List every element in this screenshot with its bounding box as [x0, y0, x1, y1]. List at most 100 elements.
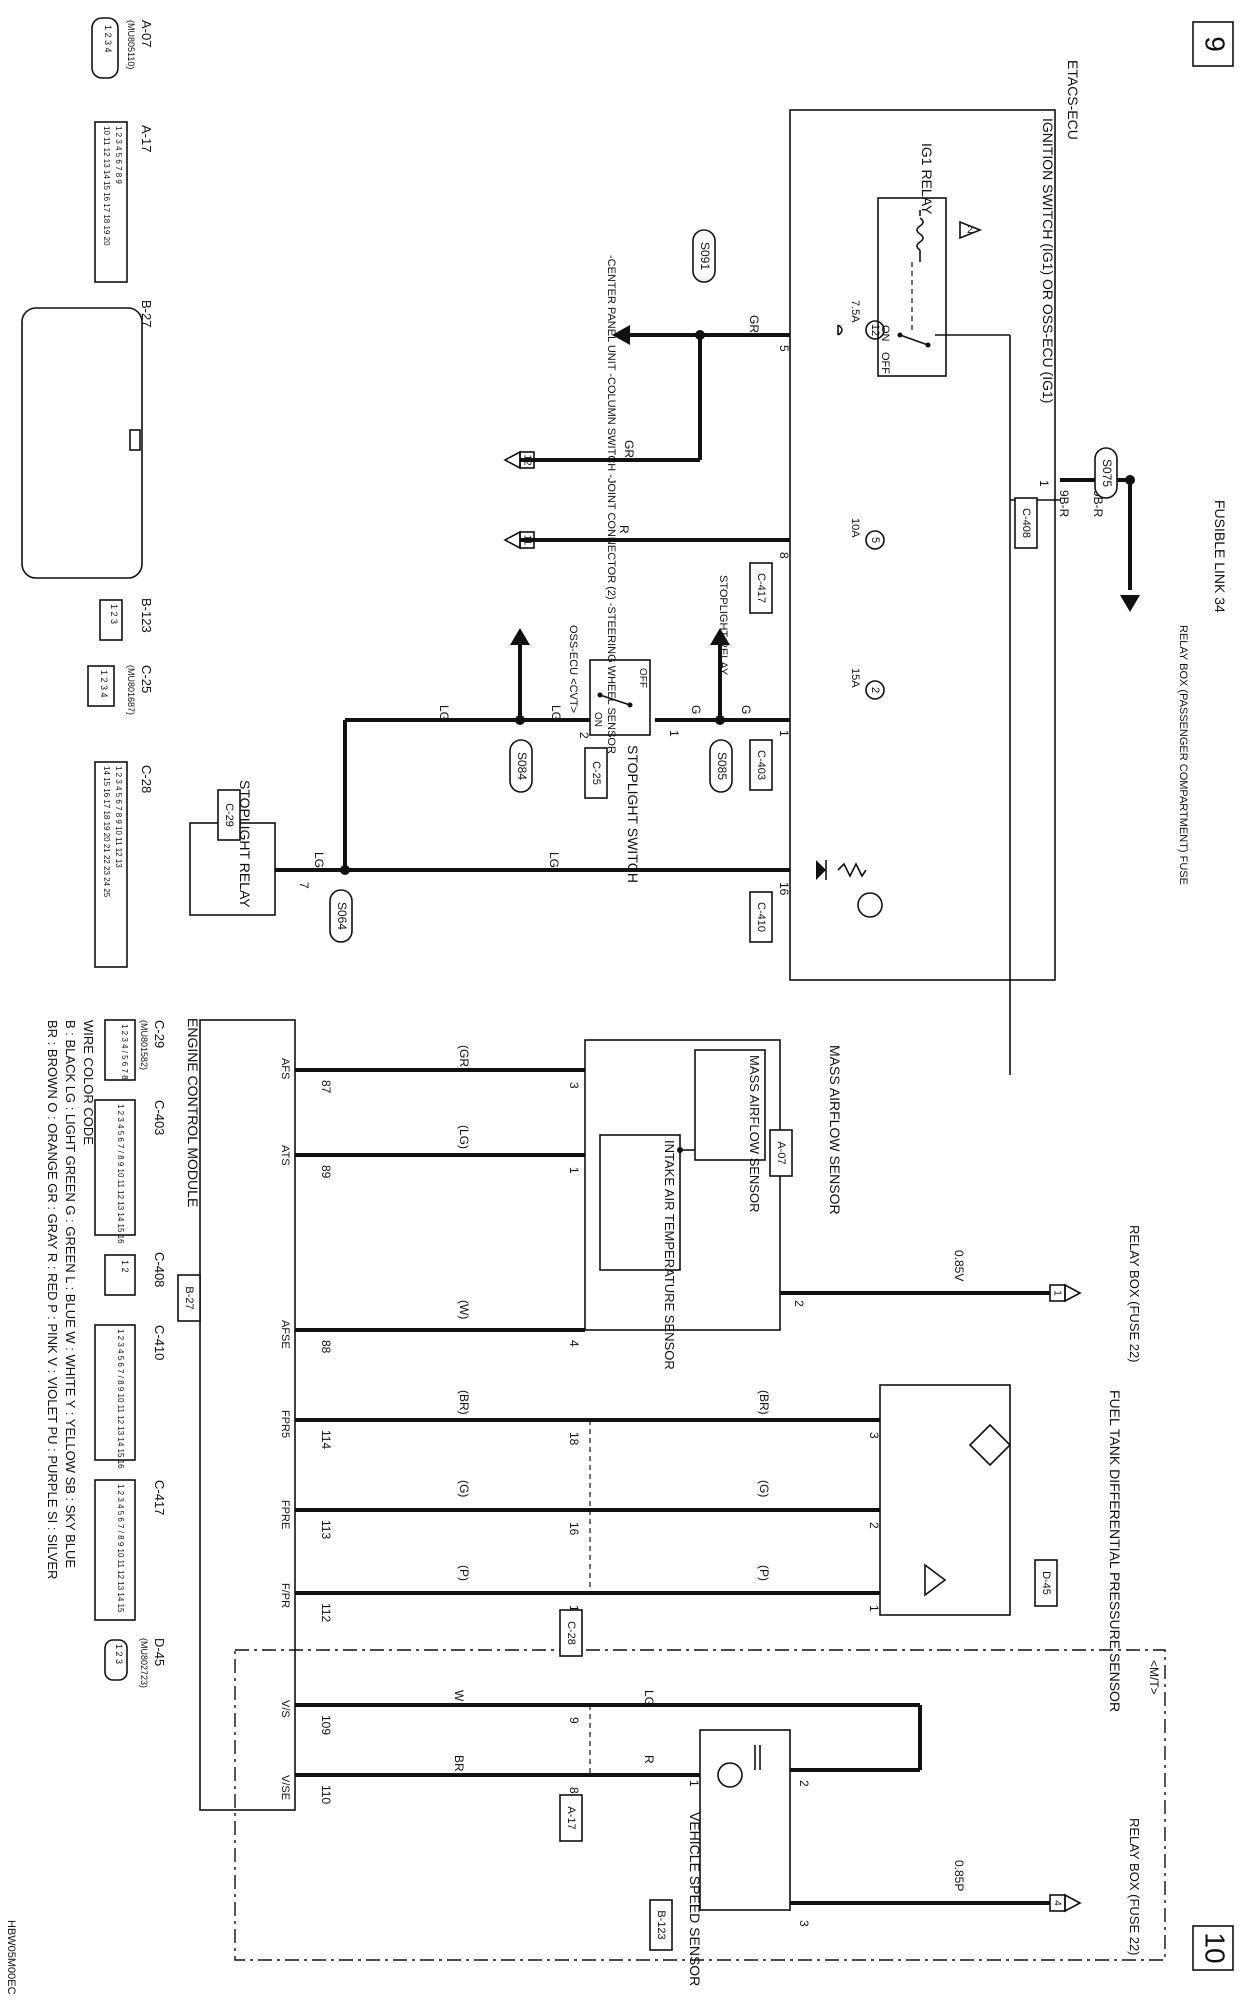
svg-text:112: 112: [319, 1603, 333, 1622]
svg-text:C-417: C-417: [152, 1480, 167, 1515]
vss-label: VEHICLE SPEED SENSOR: [687, 1812, 703, 1986]
svg-text:LG: LG: [642, 1690, 656, 1706]
svg-text:MASS AIRFLOW SENSOR: MASS AIRFLOW SENSOR: [747, 1055, 762, 1212]
svg-text:16: 16: [567, 1522, 581, 1536]
svg-text:8: 8: [567, 1787, 581, 1794]
svg-text:B-123: B-123: [139, 598, 154, 633]
connector-b123: B-123 1 2 3: [99, 598, 154, 641]
svg-text:1 2 3: 1 2 3: [109, 604, 119, 624]
svg-text:1 2 3 4 5 6 7 / 8 9 10 11 12 1: 1 2 3 4 5 6 7 / 8 9 10 11 12 13 14 15 16: [116, 1104, 125, 1244]
svg-text:A-07: A-07: [139, 20, 154, 47]
svg-text:C-417: C-417: [755, 573, 767, 603]
connector-a07-maf: [769, 1129, 793, 1177]
page-number-right: 10: [1200, 1932, 1231, 1963]
svg-text:(BR): (BR): [757, 1390, 771, 1415]
etacs-ecu-box: [789, 109, 1056, 981]
svg-text:OFF: OFF: [879, 352, 891, 374]
svg-text:G: G: [689, 705, 703, 714]
svg-text:INTAKE AIR TEMPERATURE SENSOR: INTAKE AIR TEMPERATURE SENSOR: [662, 1140, 677, 1370]
svg-text:C-25: C-25: [590, 761, 602, 785]
svg-text:2: 2: [867, 1522, 881, 1529]
svg-text:ON: ON: [879, 325, 891, 342]
svg-text:S075: S075: [1100, 459, 1114, 487]
svg-text:GR: GR: [747, 315, 761, 333]
splice-s084: [509, 739, 533, 793]
connector-b27: B-27: [21, 300, 154, 579]
connector-c410: [749, 891, 773, 943]
svg-text:BR: BR: [452, 1755, 466, 1772]
svg-text:10 11 12 13 14 15 16 17 18 19: 10 11 12 13 14 15 16 17 18 19 20: [102, 126, 111, 246]
svg-text:C-25: C-25: [139, 665, 154, 693]
svg-text:D-45: D-45: [1040, 1571, 1052, 1595]
svg-text:(MU805110): (MU805110): [126, 20, 136, 69]
splice-s085: [709, 739, 733, 793]
svg-text:1 2 3 4 5 6 7 8 9: 1 2 3 4 5 6 7 8 9: [114, 126, 123, 184]
svg-text:2: 2: [577, 732, 591, 739]
connector-c29: [217, 789, 241, 841]
svg-text:16: 16: [777, 882, 791, 896]
svg-text:ATS: ATS: [279, 1145, 291, 1166]
svg-text:3: 3: [797, 1920, 811, 1927]
connector-diagrams-bottom: C-29 (MU801582) 1 2 3 4 / 5 6 7 8 C-403 …: [94, 1019, 167, 1688]
wire-color-code-title: WIRE COLOR CODE: [81, 1020, 96, 1145]
ignition-switch-label: IGNITION SWITCH (IG1) OR OSS-ECU (IG1): [1040, 118, 1056, 403]
connector-d45-diagram: D-45 (MU802723) 1 2 3: [104, 1638, 167, 1688]
svg-text:10A: 10A: [849, 518, 861, 538]
svg-text:(LG): (LG): [457, 1125, 471, 1149]
svg-text:(P): (P): [457, 1565, 471, 1581]
relay-box-note: RELAY BOX (PASSENGER COMPARTMENT) FUSE: [1177, 625, 1189, 885]
svg-text:0.85P: 0.85P: [952, 1860, 966, 1891]
svg-text:(W): (W): [457, 1300, 471, 1319]
svg-text:1 2 3 4: 1 2 3 4: [99, 670, 109, 698]
oss-ecu-cvt: OSS-ECU <CVT>: [567, 625, 579, 713]
connector-diagrams-top: A-07 (MU805110) 1 2 3 4 A-17 1 2 3 4 5 6…: [21, 17, 154, 968]
svg-text:LG: LG: [549, 705, 563, 721]
connector-c25-diagram: C-25 (MU801687) 1 2 3 4: [87, 665, 154, 715]
ecm-label: ENGINE CONTROL MODULE: [185, 1018, 201, 1207]
svg-text:C-410: C-410: [755, 902, 767, 932]
lower-circuit: ENGINE CONTROL MODULE B-27 AFS ATS AFSE …: [177, 1018, 1166, 1986]
svg-text:LG: LG: [312, 852, 326, 868]
svg-text:B-123: B-123: [655, 1910, 667, 1939]
svg-text:9B-R: 9B-R: [1057, 490, 1071, 518]
mt-boundary: [234, 1649, 1166, 1961]
svg-text:1 2 3 4: 1 2 3 4: [103, 25, 113, 53]
svg-text:W: W: [452, 1690, 466, 1702]
svg-text:109: 109: [319, 1715, 333, 1735]
svg-text:R: R: [617, 525, 631, 534]
connector-b27-ecm: [177, 1274, 201, 1322]
svg-text:7.5A: 7.5A: [849, 300, 861, 323]
stoplight-switch-box: [589, 659, 651, 736]
svg-text:A-17: A-17: [139, 125, 154, 152]
svg-text:8: 8: [777, 552, 791, 559]
splice-s091: [692, 229, 716, 283]
svg-text:2: 2: [869, 687, 881, 693]
gr-destinations: -CENTER PANEL UNIT -COLUMN SWITCH -JOINT…: [605, 255, 617, 754]
connector-b123: [649, 1899, 673, 1951]
svg-text:<M/T>: <M/T>: [1147, 1660, 1161, 1695]
maf-inner-box: [694, 1049, 766, 1161]
connector-c417-diagram: C-417 1 2 3 4 5 6 7 / 8 9 10 11 12 13 14…: [94, 1479, 167, 1621]
ig1-relay-box: [877, 197, 947, 377]
svg-text:G: G: [739, 705, 753, 714]
connector-c403: [749, 739, 773, 791]
wire-color-code: WIRE COLOR CODE B : BLACK LG : LIGHT GRE…: [45, 1020, 96, 1579]
svg-text:1 2 3 4 / 5 6 7 8: 1 2 3 4 / 5 6 7 8: [120, 1024, 129, 1080]
svg-text:(MU801687): (MU801687): [126, 665, 136, 715]
svg-text:FPRE: FPRE: [279, 1500, 291, 1529]
page-number-left: 9: [1200, 36, 1231, 52]
svg-text:87: 87: [319, 1080, 333, 1094]
svg-text:3: 3: [567, 1082, 581, 1089]
svg-text:OFF: OFF: [637, 668, 648, 688]
svg-text:A-17: A-17: [565, 1806, 577, 1829]
relay-box-fuse22-bottom: RELAY BOX (FUSE 22): [1127, 1818, 1142, 1956]
svg-text:AFS: AFS: [279, 1058, 291, 1079]
svg-text:5: 5: [869, 537, 881, 543]
fusible-link-label: FUSIBLE LINK 34: [1212, 500, 1228, 613]
svg-text:1: 1: [867, 1605, 881, 1612]
svg-text:R: R: [642, 1755, 656, 1764]
svg-text:S091: S091: [698, 242, 712, 270]
fuse-5: 5 10A: [849, 518, 885, 550]
connector-a07: A-07 (MU805110) 1 2 3 4: [91, 17, 154, 79]
fuse-12: 12 7.5A: [837, 300, 885, 340]
